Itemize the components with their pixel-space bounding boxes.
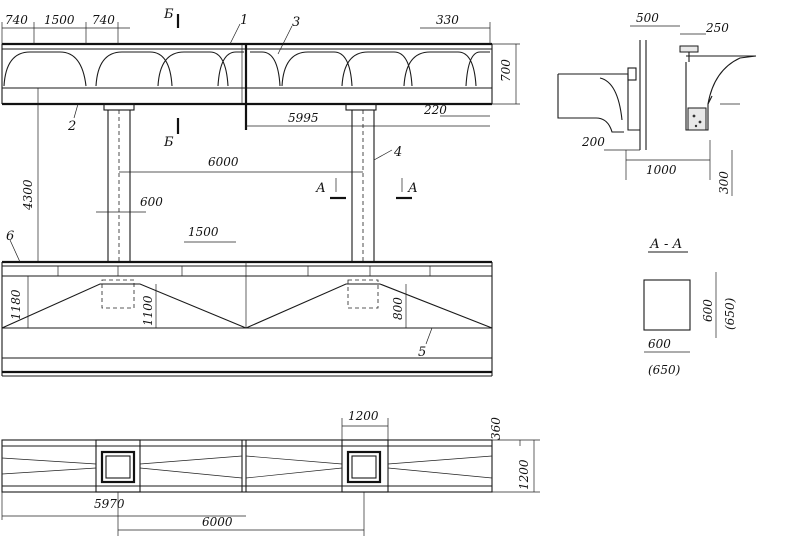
plan-dim-1200-top: 1200 [348,409,379,423]
plan-dim-360: 360 [489,417,503,440]
section-b-label-top: Б [163,7,174,22]
plan-dim-5970: 5970 [94,497,125,511]
section-aa-h: 600 [701,299,715,322]
section-aa-w: 600 [648,337,671,351]
callouts-bottom: 6 5 [6,229,433,360]
section-a-marks: А А [315,178,418,200]
dims-5995-220: 5995 220 [246,103,490,127]
section-a-label-right: А [407,181,418,196]
plan-view: 1200 360 1200 5970 6000 [1,409,540,536]
section-aa-w-alt: (650) [648,363,681,377]
plan-dim-1200-side: 1200 [517,459,531,490]
callout-4: 4 [393,145,402,160]
dim-1500-top: 1500 [44,13,75,27]
dim-200: 200 [581,135,605,149]
section-aa: А - А 600 (650) 600 (650) [643,237,737,377]
column-right [345,103,377,262]
callout-4-group: 4 [373,145,402,161]
dim-600-column: 600 [96,195,163,213]
column-left [103,103,135,262]
dim-330: 330 [436,13,459,27]
dim-800: 800 [391,297,405,320]
dim-6000-mid: 6000 [208,155,239,169]
foundation-beam-elevation [1,260,493,377]
dim-740-right: 740 [92,13,115,27]
foundation-vertical-dims: 1180 1100 800 [9,276,407,328]
section-aa-h-alt: (650) [723,297,737,330]
dim-1180: 1180 [9,289,23,320]
section-b-label-bottom: Б [163,135,174,150]
dim-1500-mid: 1500 [184,225,236,243]
dim-1100: 1100 [141,295,155,326]
dim-700: 700 [499,59,513,82]
callout-3: 3 [292,15,300,30]
plan-dim-6000: 6000 [202,515,233,529]
dim-250: 250 [705,21,729,35]
joint-detail: 500 250 200 1000 300 [557,11,757,196]
dim-600: 600 [140,195,163,209]
dim-6000-columns: 6000 [119,155,363,173]
callouts-top: 1 3 2 [67,13,300,134]
section-a-label-left: А [315,181,326,196]
dim-740-left: 740 [5,13,28,27]
callout-6: 6 [6,229,14,244]
section-b-marks: Б Б [163,7,180,150]
dim-4300-label: 4300 [21,179,35,211]
top-dimensions: 740 1500 740 330 700 [1,13,520,105]
roof-beam-elevation [1,42,493,130]
dim-300: 300 [717,171,731,194]
dim-1500: 1500 [188,225,219,239]
callout-1: 1 [240,13,248,28]
dim-1000: 1000 [646,163,677,177]
section-aa-title: А - А [649,237,682,252]
callout-5: 5 [418,345,426,360]
dim-4300: 4300 [21,88,39,262]
dim-5995: 5995 [288,111,319,125]
dim-220: 220 [423,103,447,117]
callout-2: 2 [67,119,76,134]
dim-500: 500 [636,11,659,25]
